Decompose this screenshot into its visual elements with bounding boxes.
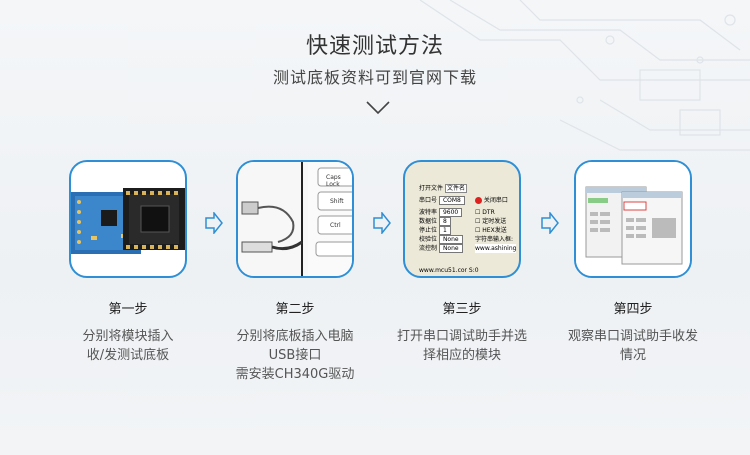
- menu-file-name: 文件名: [444, 184, 467, 193]
- step-3-desc-line: 择相应的模块: [422, 348, 501, 363]
- step-4-image: [574, 160, 692, 278]
- step-2-label: 第二步: [275, 302, 315, 317]
- page-title: 快速测试方法: [305, 34, 444, 59]
- dtr-checkbox: DTR: [482, 209, 495, 216]
- stop-bits-select: 1: [438, 226, 451, 235]
- step-2-desc-line: USB接口: [268, 348, 322, 363]
- serial-settings: 串口号 COM8 波特率 9600 数据位 8 停止位 1 校验位 None 流…: [419, 196, 465, 253]
- stop-bits-label: 停止位: [419, 227, 438, 234]
- hex-send-checkbox: HEX发送: [482, 227, 507, 234]
- step-4-desc-line: 情况: [619, 348, 646, 363]
- circuit-background: [419, 0, 750, 151]
- step-3-desc-line: 打开串口调试助手并选: [396, 329, 527, 344]
- step-1-label: 第一步: [108, 302, 148, 317]
- send-options: ☐ DTR ☐ 定时发送 ☐ HEX发送 字符串输入框: www.ashinin…: [475, 209, 517, 253]
- step-2-image: Caps Lock Shift Ctrl: [236, 160, 354, 278]
- port-label: 串口号: [419, 197, 438, 204]
- step-4-label: 第四步: [613, 302, 653, 317]
- flow-label: 流控制: [419, 245, 438, 252]
- input-text: www.ashining: [475, 244, 517, 253]
- status-bar: www.mcu51.cor S:0: [419, 267, 479, 274]
- data-bits-select: 8: [438, 217, 451, 226]
- flow-select: None: [438, 244, 463, 253]
- arrow-right-icon: [373, 212, 391, 234]
- step-3-description: 打开串口调试助手并选 择相应的模块: [377, 327, 547, 365]
- step-1-desc-line: 收/发测试底板: [86, 348, 170, 363]
- data-bits-label: 数据位: [419, 218, 438, 225]
- arrow-right-icon: [541, 212, 559, 234]
- char-input-label: 字符串输入框:: [475, 236, 514, 243]
- key-shift: Shift: [330, 198, 344, 205]
- step-2-desc-line: 分别将底板插入电脑: [236, 329, 354, 344]
- key-caps-lock: Caps Lock: [326, 174, 341, 188]
- close-port-button: 关闭串口: [475, 196, 508, 205]
- step-4-description: 观察串口调试助手收发 情况: [548, 327, 718, 365]
- port-select: COM8: [438, 196, 465, 205]
- menu-open-file: 打开文件: [419, 185, 444, 192]
- key-ctrl: Ctrl: [330, 222, 341, 229]
- step-1-desc-line: 分别将模块插入: [82, 329, 174, 344]
- usb-laptop-illustration: [238, 162, 352, 276]
- parity-label: 校验位: [419, 236, 438, 243]
- baud-select: 9600: [438, 208, 463, 217]
- step-4-desc-line: 观察串口调试助手收发: [567, 329, 698, 344]
- port-status-icon: [475, 197, 482, 204]
- step-3-label: 第三步: [442, 302, 482, 317]
- step-3-image: 打开文件 文件名 串口号 COM8 波特率 9600 数据位 8 停止位 1 校…: [403, 160, 521, 278]
- step-2-description: 分别将底板插入电脑 USB接口 需安装CH340G驱动: [210, 327, 380, 384]
- arrow-right-icon: [205, 212, 223, 234]
- page-subtitle: 测试底板资料可到官网下载: [272, 68, 477, 87]
- module-board-illustration: [71, 188, 185, 254]
- parity-select: None: [438, 235, 463, 244]
- baud-label: 波特率: [419, 209, 438, 216]
- timed-send-checkbox: 定时发送: [482, 218, 507, 225]
- chevron-down-icon: [366, 101, 390, 115]
- close-port-label: 关闭串口: [483, 197, 508, 204]
- dual-serial-windows-illustration: [576, 162, 690, 276]
- step-1-description: 分别将模块插入 收/发测试底板: [43, 327, 213, 365]
- step-2-desc-line: 需安装CH340G驱动: [235, 367, 355, 382]
- step-1-image: [69, 160, 187, 278]
